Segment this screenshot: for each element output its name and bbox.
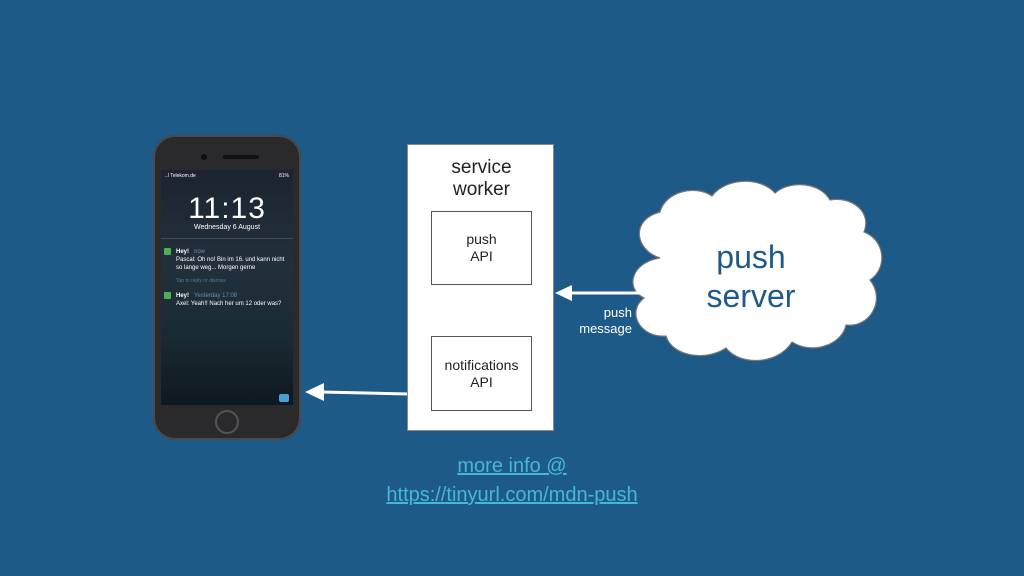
divider <box>161 238 293 239</box>
push-server-cloud <box>632 180 883 361</box>
notifications-api-label-line1: notifications <box>444 356 519 373</box>
notification-hint: Tap to reply or dismiss <box>176 278 226 284</box>
carrier-label: ..l Telekom.de <box>165 173 196 179</box>
notification-time: Yesterday 17:08 <box>194 293 238 299</box>
push-api-label-line2: API <box>470 248 493 264</box>
push-message-label-line1: push <box>603 305 632 320</box>
home-button[interactable] <box>215 410 239 434</box>
notifications-api-box: notifications API <box>431 336 532 411</box>
push-server-label-line1: push <box>716 239 786 275</box>
service-worker-title-line1: service <box>451 157 512 178</box>
notification-body: Pascal: Oh no! Bin im 16. und kann nicht… <box>176 257 285 271</box>
service-worker-box: service worker push API notifications AP… <box>407 144 554 431</box>
notification-arrowhead <box>305 383 324 401</box>
more-info-link[interactable]: more info @ <box>457 455 567 477</box>
phone-mockup: ..l Telekom.de 81% 11:13 Wednesday 6 Aug… <box>153 135 301 440</box>
phone-status-bar: ..l Telekom.de 81% <box>165 173 289 183</box>
notification-time: now <box>194 249 206 255</box>
camera-icon[interactable] <box>279 394 289 402</box>
phone-lock-screen: ..l Telekom.de 81% 11:13 Wednesday 6 Aug… <box>161 170 293 405</box>
notification-arrow <box>321 390 409 396</box>
push-message-label-line2: message <box>579 321 632 336</box>
push-message-arrowhead <box>555 285 572 301</box>
lock-screen-clock: 11:13 <box>188 192 266 225</box>
service-worker-title-line2: worker <box>452 179 510 200</box>
notification-body: Axel: Yeah!! Nach her um 12 oder was? <box>176 301 282 307</box>
phone-front-camera <box>201 154 207 160</box>
notification-1[interactable]: Hey! now Pascal: Oh no! Bin im 16. und k… <box>164 248 290 284</box>
push-api-box: push API <box>431 211 532 285</box>
notification-title: Hey! <box>176 293 190 299</box>
push-message-label: push message <box>568 305 632 337</box>
notification-title: Hey! <box>176 249 190 255</box>
push-server-label: push server <box>698 238 804 316</box>
notification-2[interactable]: Hey! Yesterday 17:08 Axel: Yeah!! Nach h… <box>164 292 290 318</box>
phone-speaker <box>223 155 259 159</box>
app-icon <box>164 292 171 299</box>
battery-label: 81% <box>278 173 289 179</box>
notifications-api-label-line2: API <box>470 373 493 390</box>
push-api-label-line1: push <box>466 231 497 247</box>
push-server-label-line2: server <box>706 278 796 314</box>
mdn-push-url-link[interactable]: https://tinyurl.com/mdn-push <box>386 484 638 506</box>
lock-screen-date: Wednesday 6 August <box>193 224 261 231</box>
service-worker-title: service worker <box>408 157 555 201</box>
app-icon <box>164 248 171 255</box>
